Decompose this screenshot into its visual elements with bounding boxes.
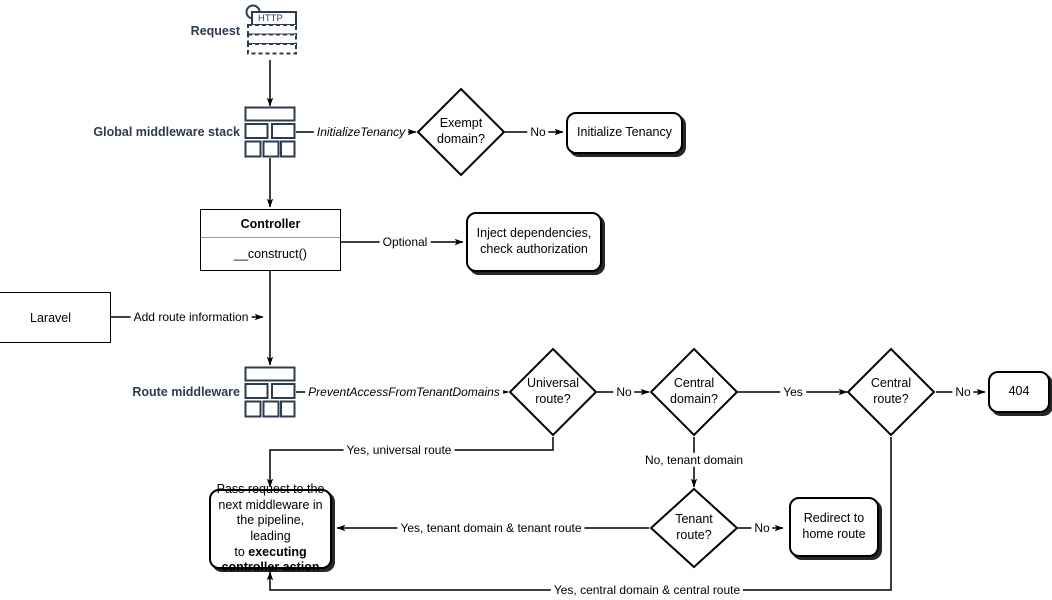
edge-label-initialize-tenancy: InitializeTenancy xyxy=(313,124,409,140)
inject-dependencies-label: Inject dependencies, check authorization xyxy=(476,226,592,256)
pass-request-bold1: executing xyxy=(248,544,307,559)
edge-label-controller-optional: Optional xyxy=(379,234,431,250)
not-found-404-label: 404 xyxy=(1008,384,1030,399)
http-request-document-icon: HTTP xyxy=(244,4,298,58)
edge-label-central-route-no: No xyxy=(952,384,974,400)
edge-label-prevent-access-from-tenant-domains: PreventAccessFromTenantDomains xyxy=(305,384,503,400)
edge-label-tenant-route-no: No xyxy=(751,520,773,536)
http-icon-caption: HTTP xyxy=(258,13,283,24)
edge-label-central-route-yes: Yes, central domain & central route xyxy=(550,582,744,598)
decision-exempt-domain: Exempt domain? xyxy=(416,87,506,177)
global-middleware-stack-icon xyxy=(244,106,296,158)
edge-label-universal-route-yes: Yes, universal route xyxy=(343,442,455,458)
initialize-tenancy-label: Initialize Tenancy xyxy=(577,125,672,140)
laravel-box: Laravel xyxy=(0,292,111,343)
pass-request-line3: the pipeline, leading xyxy=(236,513,305,543)
decision-exempt-domain-label: Exempt domain? xyxy=(437,116,485,146)
controller-construct-method: __construct() xyxy=(234,247,307,261)
decision-universal-route: Universal route? xyxy=(508,347,598,437)
not-found-404-box: 404 xyxy=(988,371,1050,413)
pass-request-line4: to xyxy=(234,544,249,559)
decision-central-route-label: Central route? xyxy=(870,376,912,406)
decision-central-domain-label: Central domain? xyxy=(670,376,718,406)
controller-title: Controller xyxy=(201,210,340,238)
edge-label-central-domain-no-tenant-domain: No, tenant domain xyxy=(641,452,747,468)
decision-central-domain: Central domain? xyxy=(649,347,739,437)
redirect-home-box: Redirect to home route xyxy=(789,497,879,557)
edge-label-exempt-domain-no: No xyxy=(527,124,549,140)
controller-class-box: Controller __construct() xyxy=(200,209,341,271)
edge-label-central-domain-yes: Yes xyxy=(780,384,806,400)
initialize-tenancy-box: Initialize Tenancy xyxy=(566,112,683,154)
pass-request-line1: Pass request to the xyxy=(216,482,325,497)
pass-request-bold2: controller action xyxy=(221,560,320,575)
decision-central-route: Central route? xyxy=(846,347,936,437)
decision-tenant-route-label: Tenant route? xyxy=(675,512,713,542)
redirect-home-label: Redirect to home route xyxy=(802,511,866,541)
stage-label-request: Request xyxy=(190,24,240,38)
decision-universal-route-label: Universal route? xyxy=(526,376,580,406)
pass-request-box: Pass request to the next middleware in t… xyxy=(209,482,332,574)
inject-dependencies-box: Inject dependencies, check authorization xyxy=(466,212,602,272)
edge-label-add-route-information: Add route information xyxy=(130,309,252,325)
route-middleware-stack-icon xyxy=(244,366,296,418)
edge-label-universal-route-no: No xyxy=(613,384,635,400)
stage-label-global-middleware-stack: Global middleware stack xyxy=(93,125,240,139)
stage-label-route-middleware: Route middleware xyxy=(132,385,240,399)
laravel-label: Laravel xyxy=(30,310,71,325)
edge-label-tenant-route-yes: Yes, tenant domain & tenant route xyxy=(397,520,585,536)
decision-tenant-route: Tenant route? xyxy=(649,487,739,569)
pass-request-line2: next middleware in xyxy=(218,497,323,512)
